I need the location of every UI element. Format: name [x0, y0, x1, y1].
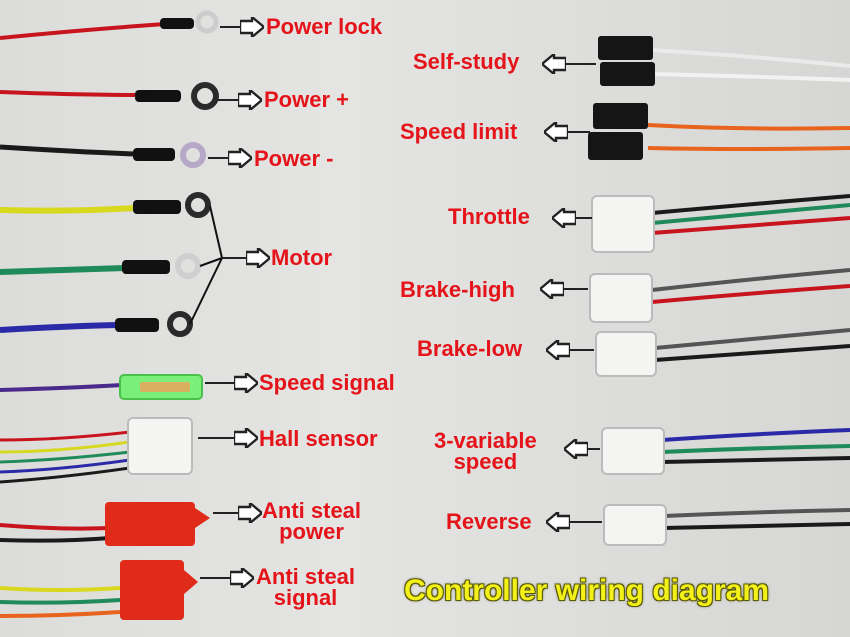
anti-steal-signal-line1: Anti steal	[256, 564, 356, 589]
brake-low-wires	[595, 328, 850, 377]
speed-signal-label: Speed signal	[259, 370, 395, 395]
anti-steal-power-wires	[0, 502, 210, 546]
brake-low-label: Brake-low	[417, 336, 523, 361]
throttle-wires	[591, 194, 850, 253]
brake-high-label: Brake-high	[400, 277, 515, 302]
power-lock-label: Power lock	[266, 14, 383, 39]
self-study-wires	[598, 36, 850, 86]
left-arrows	[198, 27, 268, 578]
motor-green-wire	[0, 253, 201, 279]
anti-steal-power-line2: power	[279, 519, 344, 544]
right-arrows	[542, 64, 602, 522]
anti-steal-signal-label: Anti steal signal	[256, 564, 356, 610]
hall-sensor-label: Hall sensor	[259, 426, 378, 451]
power-minus-wire	[0, 142, 206, 168]
power-plus-wire	[0, 82, 219, 110]
brake-high-wires	[589, 268, 850, 323]
three-variable-speed-wires	[601, 427, 850, 475]
speed-limit-label: Speed limit	[400, 119, 518, 144]
anti-steal-power-label: Anti steal power	[262, 498, 362, 544]
three-variable-speed-line2: speed	[453, 449, 518, 474]
motor-bracket-lines	[189, 205, 223, 325]
anti-steal-power-line1: Anti steal	[262, 498, 362, 523]
three-variable-speed-label: 3-variable speed	[434, 428, 537, 474]
speed-signal-wire	[0, 374, 203, 400]
power-plus-label: Power +	[264, 87, 349, 112]
self-study-label: Self-study	[413, 49, 520, 74]
reverse-label: Reverse	[446, 509, 532, 534]
motor-yellow-wire	[0, 192, 211, 218]
power-lock-wire	[0, 10, 219, 40]
power-minus-label: Power -	[254, 146, 334, 171]
throttle-label: Throttle	[448, 204, 530, 229]
hall-sensor-wires	[0, 417, 193, 484]
speed-limit-wires	[588, 103, 850, 160]
three-variable-speed-line1: 3-variable	[434, 428, 537, 453]
diagram-title: Controller wiring diagram	[404, 574, 770, 607]
anti-steal-signal-line2: signal	[273, 585, 338, 610]
motor-label: Motor	[271, 245, 333, 270]
motor-blue-wire	[0, 311, 193, 337]
reverse-wires	[603, 504, 850, 546]
anti-steal-signal-wires	[0, 560, 198, 620]
